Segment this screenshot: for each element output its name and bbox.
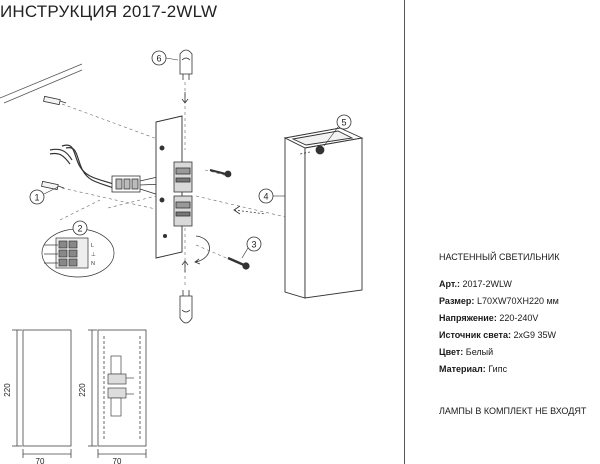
shade-arrow <box>233 205 267 215</box>
insert-arrows <box>181 92 189 272</box>
vertical-divider <box>404 0 405 464</box>
callout-4: 4 <box>258 188 285 204</box>
rotation-arrow <box>194 235 210 265</box>
terminal-block <box>111 175 141 193</box>
wall-edge <box>0 63 83 104</box>
supply-cable <box>49 144 119 191</box>
callout-3-label: 3 <box>251 240 256 250</box>
connector-detail <box>41 228 115 278</box>
connector-mark-l: L <box>91 243 94 249</box>
assembly-drawing: L ⊥ N 1 2 3 4 5 <box>0 49 364 464</box>
spec-row-light-source: Источник света: 2xG9 35W <box>439 327 599 344</box>
spec-row-voltage: Напряжение: 220-240V <box>439 310 599 327</box>
g9-lamp-lower <box>179 290 193 324</box>
shade-screw <box>299 145 325 155</box>
spec-label: Источник света: <box>439 330 511 340</box>
wall-plug-lower <box>41 180 65 191</box>
side-height-dimension: 220 <box>78 383 87 397</box>
front-height-dimension: 220 <box>3 383 12 397</box>
front-width-dimension: 70 <box>36 457 45 464</box>
callout-2-label: 2 <box>77 224 82 234</box>
callout-1: 1 <box>29 186 59 205</box>
g9-lamp-upper <box>179 49 193 80</box>
screw-upper <box>209 169 232 178</box>
callout-6: 6 <box>151 50 179 66</box>
spec-value: Гипс <box>488 364 508 374</box>
callout-1-label: 1 <box>34 193 39 203</box>
spec-value: 220-240V <box>499 313 539 323</box>
callout-4-label: 4 <box>263 192 268 202</box>
lamp-shade <box>283 127 364 299</box>
spec-label: Цвет: <box>439 347 464 357</box>
spec-row-material: Материал: Гипс <box>439 361 599 378</box>
lamp-holder-upper <box>173 161 193 193</box>
lamps-not-included-note: ЛАМПЫ В КОМПЛЕКТ НЕ ВХОДЯТ <box>439 406 587 416</box>
document-title: ИНСТРУКЦИЯ 2017-2WLW <box>0 2 218 21</box>
spec-value: 2017-2WLW <box>462 279 512 289</box>
spec-label: Материал: <box>439 364 486 374</box>
lamp-holder-lower <box>173 195 193 227</box>
front-view <box>12 329 72 458</box>
spec-label: Напряжение: <box>439 313 497 323</box>
spec-label: Арт.: <box>439 279 460 289</box>
callout-6-label: 6 <box>156 54 161 64</box>
connector-mark-earth: ⊥ <box>91 252 96 258</box>
screw-lower <box>227 256 250 270</box>
callout-5: 5 <box>323 114 352 147</box>
spec-row-color: Цвет: Белый <box>439 344 599 361</box>
spec-row-size: Размер: L70XW70XH220 мм <box>439 293 599 310</box>
callout-2: 2 <box>72 220 88 236</box>
side-section-view <box>88 329 147 458</box>
spec-value: L70XW70XH220 мм <box>476 296 559 306</box>
spec-row-article: Арт.: 2017-2WLW <box>439 276 599 293</box>
side-view-lamps <box>107 355 134 417</box>
specifications-panel: НАСТЕННЫЙ СВЕТИЛЬНИК Арт.: 2017-2WLW Раз… <box>439 249 599 378</box>
spec-value: 2xG9 35W <box>513 330 556 340</box>
connector-mark-n: N <box>91 261 95 267</box>
callout-3: 3 <box>241 236 262 259</box>
spec-label: Размер: <box>439 296 475 306</box>
callout-5-label: 5 <box>341 118 346 128</box>
spec-value: Белый <box>465 347 494 357</box>
product-type-heading: НАСТЕННЫЙ СВЕТИЛЬНИК <box>439 252 560 262</box>
side-width-dimension: 70 <box>113 457 122 464</box>
wall-plug-upper <box>43 95 67 106</box>
